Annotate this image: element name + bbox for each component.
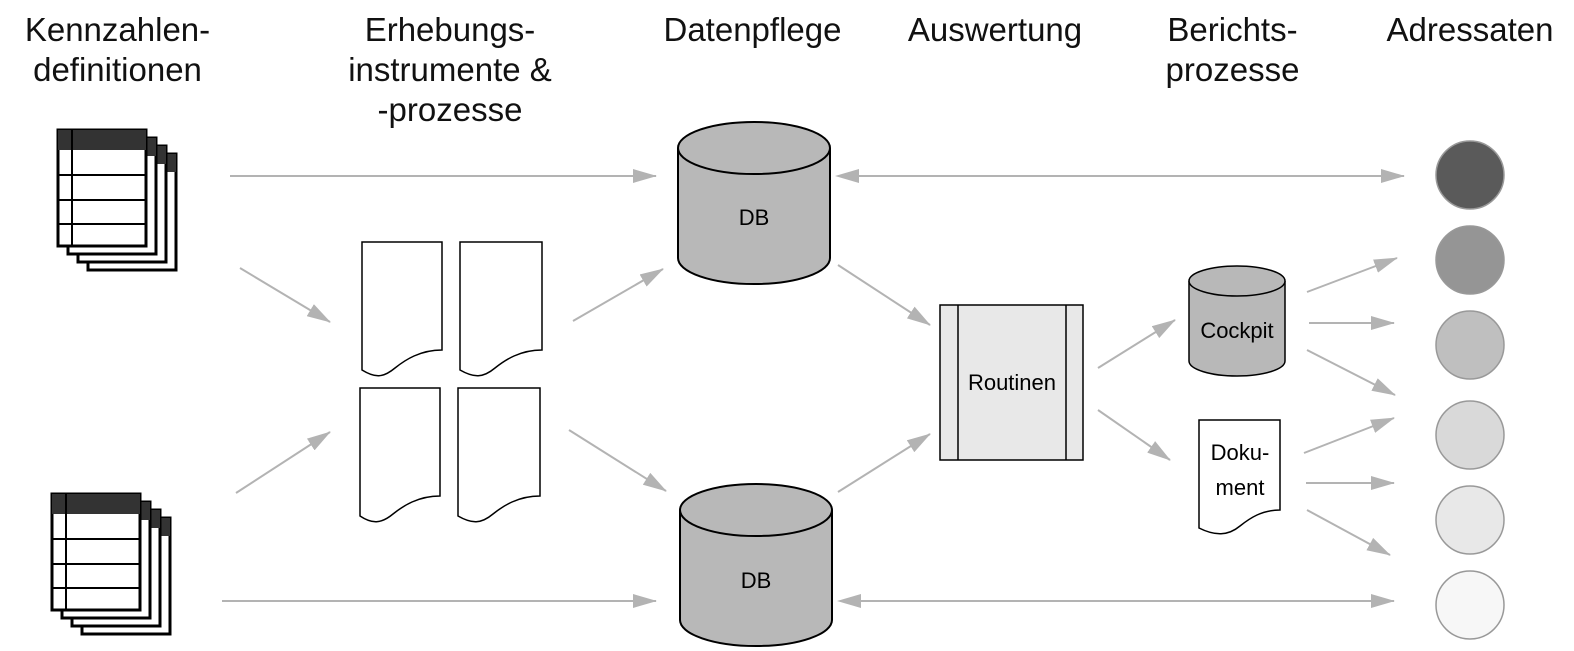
header-berichtsprozesse: Berichts- prozesse bbox=[1165, 11, 1300, 88]
routines-label: Routinen bbox=[968, 370, 1056, 395]
kennzahlen-table-bottom-icon bbox=[50, 492, 172, 636]
document-node: Doku- ment bbox=[1198, 419, 1281, 535]
arrow bbox=[239, 267, 331, 323]
survey-document-icon bbox=[359, 387, 441, 523]
header-kennzahlendefinitionen: Kennzahlen- definitionen bbox=[24, 11, 211, 88]
database-top: DB bbox=[677, 121, 831, 285]
arrow bbox=[1303, 417, 1395, 454]
header-datenpflege: Datenpflege bbox=[663, 11, 842, 48]
document-label-line1: Doku- bbox=[1211, 440, 1270, 465]
header-adressaten: Adressaten bbox=[1386, 11, 1554, 48]
arrow bbox=[837, 264, 931, 326]
arrow bbox=[1306, 349, 1396, 396]
addressee-circle bbox=[1435, 485, 1505, 555]
arrows bbox=[222, 169, 1405, 608]
arrow bbox=[1097, 319, 1176, 369]
addressee-circles bbox=[1435, 140, 1505, 640]
arrow bbox=[1306, 257, 1398, 293]
addressee-circle bbox=[1435, 400, 1505, 470]
arrow bbox=[1306, 509, 1391, 556]
survey-document-icon bbox=[361, 241, 443, 377]
document-label-line2: ment bbox=[1216, 475, 1265, 500]
addressee-circle bbox=[1435, 310, 1505, 380]
cockpit-label: Cockpit bbox=[1200, 318, 1273, 343]
database-bottom-label: DB bbox=[741, 568, 772, 593]
survey-document-icon bbox=[459, 241, 543, 377]
routines-box: Routinen bbox=[939, 304, 1084, 461]
arrow bbox=[568, 429, 667, 492]
header-erhebungsinstrumente: Erhebungs- instrumente & -prozesse bbox=[348, 11, 552, 128]
addressee-circle bbox=[1435, 140, 1505, 210]
kennzahlen-table-top-icon bbox=[56, 128, 178, 272]
arrow bbox=[572, 268, 664, 322]
cockpit-database: Cockpit bbox=[1188, 265, 1286, 377]
arrow bbox=[235, 431, 331, 494]
addressee-circle bbox=[1435, 225, 1505, 295]
database-bottom: DB bbox=[679, 483, 833, 647]
survey-documents bbox=[359, 241, 543, 523]
survey-document-icon bbox=[457, 387, 541, 523]
header-auswertung: Auswertung bbox=[907, 11, 1083, 48]
arrow bbox=[1097, 409, 1171, 461]
database-top-label: DB bbox=[739, 205, 770, 230]
addressee-circle bbox=[1435, 570, 1505, 640]
arrow bbox=[837, 433, 931, 493]
